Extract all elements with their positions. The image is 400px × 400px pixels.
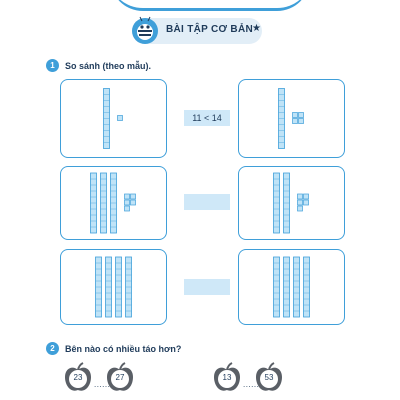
apple-number: 27 [115, 373, 125, 382]
question-2-text: Bên nào có nhiều táo hơn? [65, 344, 182, 354]
row3-left-panel [60, 249, 167, 325]
row2-right-panel [238, 166, 345, 240]
row1-answer-box: 11 < 14 [184, 110, 230, 126]
unit-cube [124, 193, 130, 200]
row2-answer-box[interactable] [184, 194, 230, 210]
question-1-badge: 1 [46, 59, 59, 72]
comparison-blank[interactable]: ...... [94, 380, 111, 389]
unit-cube [298, 118, 304, 124]
unit-cube [298, 112, 304, 118]
unit-cube [292, 118, 298, 124]
unit-cube [124, 205, 130, 212]
unit-cube [292, 112, 298, 118]
apple-icon: 27 [104, 362, 136, 394]
comparison-blank[interactable]: ...... [243, 380, 260, 389]
unit-cube [130, 199, 136, 206]
unit-cube [297, 199, 303, 206]
unit-cube [297, 205, 303, 212]
row1-answer-text: 11 < 14 [192, 113, 222, 123]
unit-cube [130, 193, 136, 200]
row1-left-panel [60, 79, 167, 158]
unit-cube [117, 115, 123, 121]
apple-number: 13 [222, 373, 232, 382]
apple-number: 23 [73, 373, 83, 382]
apple-shape-icon [107, 362, 133, 391]
question-1-text: So sánh (theo mẫu). [65, 61, 152, 71]
apple-icon: 13 [211, 362, 243, 394]
question-2-badge: 2 [46, 342, 59, 355]
unit-cube [303, 199, 309, 206]
apple-shape-icon [65, 362, 91, 391]
section-title: BÀI TẬP CƠ BẢN [166, 24, 253, 35]
row3-answer-box[interactable] [184, 279, 230, 295]
star-icon: ★ [252, 23, 261, 34]
row3-right-panel [238, 249, 345, 325]
top-decorative-arc [110, 0, 310, 11]
apple-shape-icon [256, 362, 282, 391]
unit-cube [303, 193, 309, 200]
apple-icon: 23 [62, 362, 94, 394]
unit-cube [124, 199, 130, 206]
apple-icon: 53 [253, 362, 285, 394]
row1-right-panel [238, 79, 345, 158]
unit-cube [297, 193, 303, 200]
apple-number: 53 [264, 373, 274, 382]
apple-shape-icon [214, 362, 240, 391]
bee-mascot-icon [132, 16, 158, 44]
